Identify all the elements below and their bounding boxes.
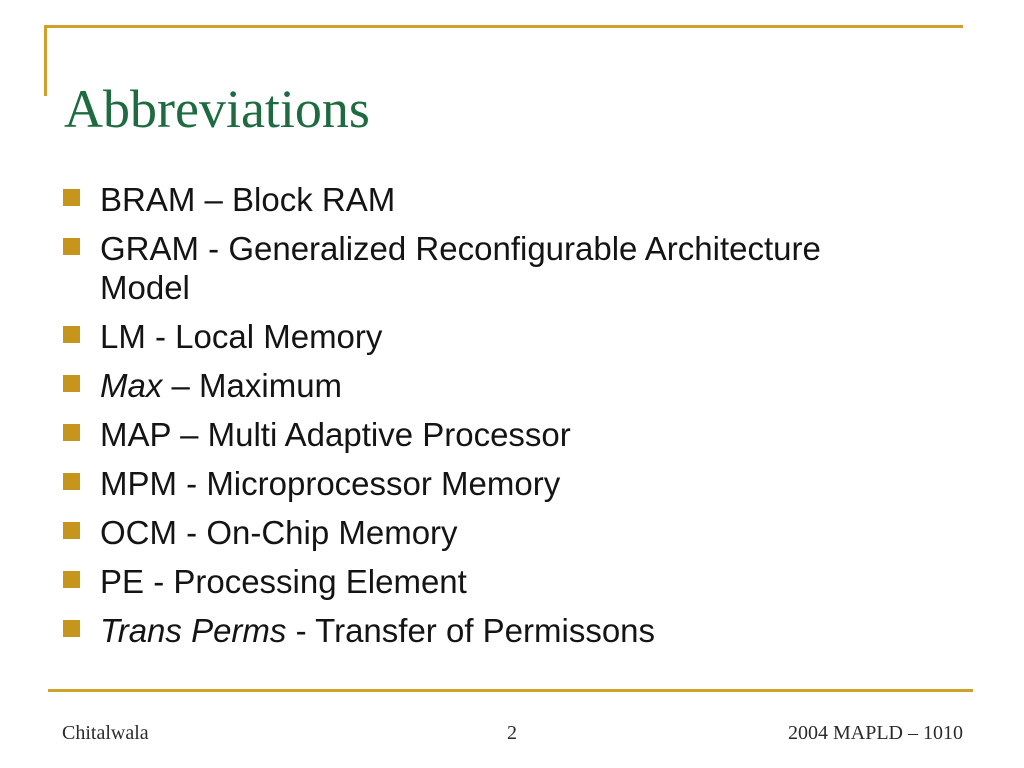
list-item: MPM - Microprocessor Memory [63,464,893,503]
list-item: LM - Local Memory [63,317,893,356]
bullet-square-icon [63,424,80,441]
bullet-text: GRAM - Generalized Reconfigurable Archit… [100,230,821,306]
footer-conference: 2004 MAPLD – 1010 [787,722,963,744]
bullet-square-icon [63,571,80,588]
top-gold-rule [44,25,963,28]
bullet-italic-text: Trans Perms [100,612,287,649]
list-item: PE - Processing Element [63,562,893,601]
footer-page-number: 2 [507,722,517,744]
bullet-list: BRAM – Block RAM GRAM - Generalized Reco… [63,180,893,660]
bullet-text: BRAM – Block RAM [100,181,396,218]
bullet-square-icon [63,473,80,490]
page-title: Abbreviations [64,79,370,140]
list-item: Trans Perms - Transfer of Permissons [63,611,893,650]
bullet-square-icon [63,189,80,206]
list-item: OCM - On-Chip Memory [63,513,893,552]
bullet-text: PE - Processing Element [100,563,467,600]
bullet-square-icon [63,375,80,392]
footer-gold-rule [48,689,973,692]
list-item: BRAM – Block RAM [63,180,893,219]
bullet-square-icon [63,620,80,637]
left-gold-rule [44,25,47,96]
footer-author: Chitalwala [62,722,149,744]
list-item: MAP – Multi Adaptive Processor [63,415,893,454]
list-item: Max – Maximum [63,366,893,405]
bullet-text: – Maximum [162,367,343,404]
bullet-text: OCM - On-Chip Memory [100,514,458,551]
bullet-text: LM - Local Memory [100,318,383,355]
bullet-italic-text: Max [100,367,163,404]
bullet-square-icon [63,238,80,255]
bullet-square-icon [63,326,80,343]
bullet-text: MAP – Multi Adaptive Processor [100,416,571,453]
list-item: GRAM - Generalized Reconfigurable Archit… [63,229,893,307]
bullet-text: - Transfer of Permissons [286,612,656,649]
bullet-square-icon [63,522,80,539]
bullet-text: MPM - Microprocessor Memory [100,465,561,502]
